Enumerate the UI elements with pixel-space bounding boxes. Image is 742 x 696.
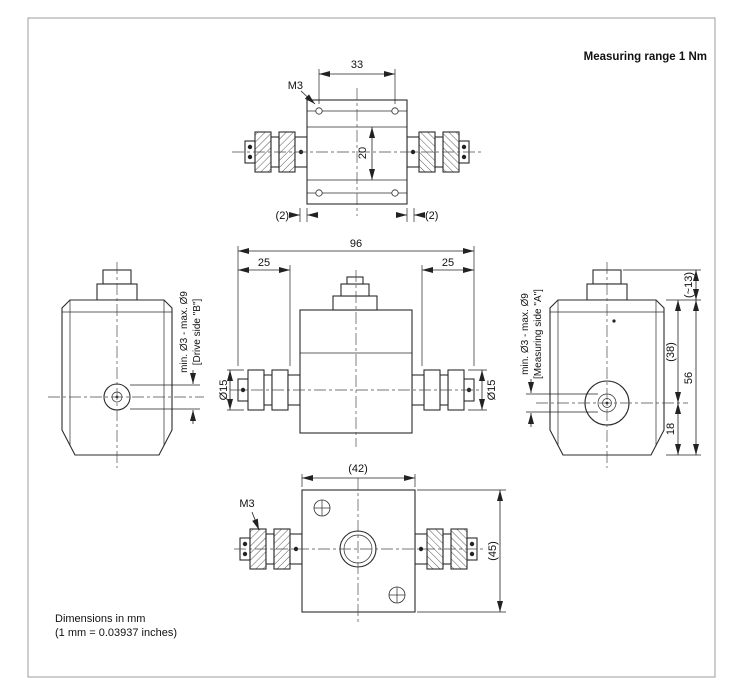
connector (332, 295, 378, 311)
dim-18-label: 18 (665, 423, 677, 435)
dim-56-label: 56 (683, 372, 695, 384)
dim-20-label: 20 (357, 147, 369, 159)
bottom-view: (42) M3 (45) (234, 463, 506, 624)
dim-38-label: (38) (665, 342, 677, 362)
drive-side-label: [Drive side "B"] (192, 298, 203, 365)
dim-96-label: 96 (350, 238, 362, 250)
center-lines (48, 262, 204, 468)
dim-42-label: (42) (348, 463, 368, 475)
body-outline (301, 489, 416, 613)
dimensions: min. Ø3 - max. Ø9 [Measuring side "A"] (… (520, 269, 701, 456)
dim-13-label: (~13) (683, 272, 695, 298)
dimensions: min. Ø3 - max. Ø9 [Drive side "B"] (130, 291, 203, 424)
footer-units-label: Dimensions in mm (55, 613, 145, 625)
dim-33-label: 33 (351, 59, 363, 71)
center-lines (232, 88, 482, 216)
center-lines (234, 478, 484, 624)
dim-gap-left-label: (2) (276, 210, 289, 222)
dim-45-label: (45) (487, 541, 499, 561)
dim-dia15-left-label: Ø15 (218, 380, 230, 401)
dim-gap-right-label: (2) (425, 210, 438, 222)
center-lines (536, 262, 688, 468)
dim-25-right-label: 25 (442, 257, 454, 269)
shaft-range-label: min. Ø3 - max. Ø9 (179, 291, 190, 373)
right-side-view: min. Ø3 - max. Ø9 [Measuring side "A"] (… (520, 262, 701, 468)
measuring-side-label: [Measuring side "A"] (533, 289, 544, 379)
dim-25-left-label: 25 (258, 257, 270, 269)
pin-hole (612, 319, 616, 323)
front-view: 96 25 25 Ø15 Ø15 (218, 238, 498, 447)
center-lines (230, 270, 482, 447)
dimensions: 96 25 25 Ø15 Ø15 (218, 238, 498, 411)
dimensions: 33 M3 20 (2) (2) (276, 59, 438, 222)
shaft-range-label: min. Ø3 - max. Ø9 (520, 293, 531, 375)
dimensions: (42) M3 (45) (239, 463, 506, 613)
thread-m3-label: M3 (288, 80, 303, 92)
top-view: 33 M3 20 (2) (2) (232, 59, 482, 222)
thread-m3-label: M3 (239, 498, 254, 510)
left-side-view: min. Ø3 - max. Ø9 [Drive side "B"] (48, 262, 204, 468)
footer: Dimensions in mm (1 mm = 0.03937 inches) (55, 613, 177, 639)
footer-conversion-label: (1 mm = 0.03937 inches) (55, 627, 177, 639)
measuring-range-label: Measuring range 1 Nm (584, 51, 707, 63)
dim-dia15-right-label: Ø15 (486, 380, 498, 401)
